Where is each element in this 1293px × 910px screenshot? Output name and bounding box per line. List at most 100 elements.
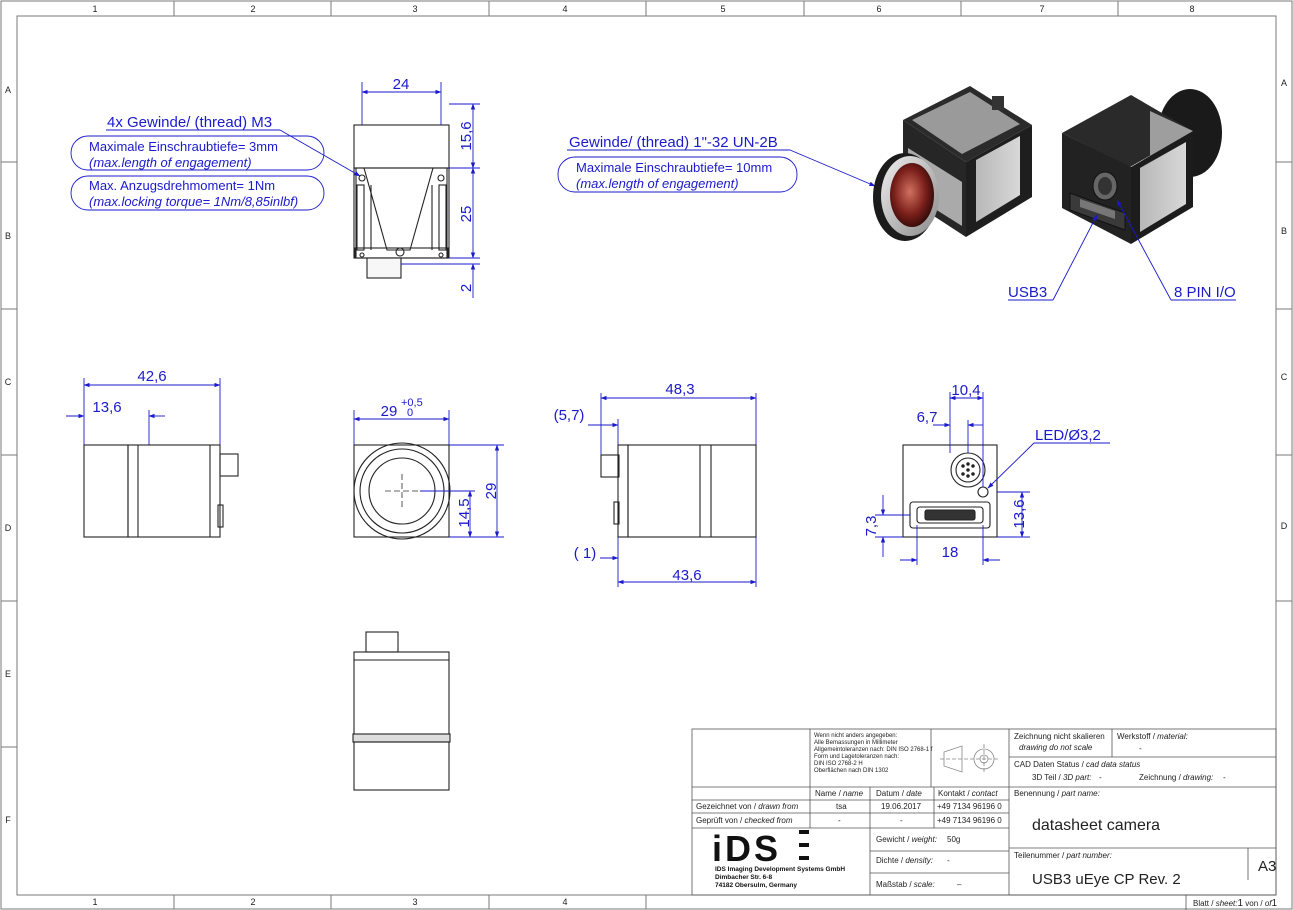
- usb3-label: USB3: [1008, 284, 1047, 301]
- checked-name: -: [838, 816, 841, 825]
- dim-29-height: 29: [483, 483, 500, 500]
- date-header-en: date: [906, 789, 922, 798]
- general-note: Form und Lagetoleranzen nach:: [814, 754, 899, 760]
- m3-callout: 4x Gewinde/ (thread) M3 Maximale Einschr…: [70, 114, 361, 211]
- dim-tolerance-upper: +0,5: [401, 397, 423, 409]
- m3-depth-label-en: (max.length of engagement): [89, 155, 252, 170]
- svg-text:Gezeichnet von / drawn from: Gezeichnet von / drawn from: [696, 802, 799, 811]
- svg-text:Kontakt / contact: Kontakt / contact: [938, 789, 998, 798]
- c-thread-label: Gewinde/ (thread) 1"-32 UN-2B: [569, 134, 778, 151]
- checked-date: -: [900, 816, 903, 825]
- io-callouts: USB3 8 PIN I/O: [1008, 199, 1236, 301]
- side-view-right: [600, 444, 757, 538]
- top-view: [353, 124, 450, 279]
- density-label-en: density:: [905, 856, 933, 865]
- weight-label-en: weight:: [912, 835, 937, 844]
- svg-text:Blatt / sheet:1 von / of1: Blatt / sheet:1 von / of1: [1193, 898, 1278, 909]
- camera-3d-front: [873, 86, 1032, 241]
- dim-10-4: 10,4: [951, 382, 980, 399]
- weight-value: 50g: [947, 835, 960, 844]
- drawing-label: Zeichnung /: [1139, 773, 1183, 782]
- dim-42-6: 42,6: [137, 368, 166, 385]
- drawing-value: -: [1223, 773, 1226, 782]
- row-label: B: [5, 231, 11, 241]
- top-view-dim-text: 24 15,6 25 2: [393, 76, 475, 292]
- sheet-label-en: sheet:: [1216, 899, 1238, 908]
- c-depth-label: Maximale Einschraubtiefe= 10mm: [576, 160, 772, 175]
- part3d-value: -: [1099, 773, 1102, 782]
- drawing-label-en: drawing:: [1183, 773, 1213, 782]
- partno-label-en: part number:: [1065, 851, 1111, 860]
- front-view-dim-text: 29 +0,5 0 29 14,5: [381, 397, 500, 528]
- projection-symbol-icon: [940, 744, 998, 774]
- m3-thread-label: 4x Gewinde/ (thread) M3: [107, 114, 272, 131]
- cad-status-label: CAD Daten Status /: [1014, 760, 1086, 769]
- general-note: Allgemeintoleranzen nach: DIN ISO 2768-1…: [814, 747, 933, 753]
- sheet-total: 1: [1272, 898, 1278, 909]
- drawn-label: Gezeichnet von /: [696, 802, 758, 811]
- date-header: Datum /: [876, 789, 906, 798]
- back-view: [902, 444, 998, 538]
- density-label: Dichte /: [876, 856, 905, 865]
- col-label: 1: [92, 897, 97, 907]
- no-scale-label: Zeichnung nicht skalieren: [1014, 732, 1105, 741]
- side-view-left-dims: [66, 378, 221, 445]
- material-label: Werkstoff /: [1117, 732, 1157, 741]
- col-label: 4: [562, 897, 567, 907]
- svg-text:Maßstab / scale:: Maßstab / scale:: [876, 880, 935, 889]
- svg-text:Gewicht / weight:: Gewicht / weight:: [876, 835, 937, 844]
- col-label: 2: [250, 4, 255, 14]
- c-depth-label-en: (max.length of engagement): [576, 176, 739, 191]
- row-label: D: [5, 523, 12, 533]
- row-label: E: [5, 669, 11, 679]
- dim-29-width: 29: [381, 403, 398, 420]
- col-label: 7: [1039, 4, 1044, 14]
- c-mount-callout: Gewinde/ (thread) 1"-32 UN-2B Maximale E…: [557, 134, 876, 193]
- general-note: Oberflächen nach DIN 1302: [814, 768, 889, 774]
- row-label: A: [5, 85, 11, 95]
- col-label: 5: [720, 4, 725, 14]
- svg-text:Geprüft von / checked from: Geprüft von / checked from: [696, 816, 793, 825]
- row-label: D: [1281, 521, 1288, 531]
- svg-text:Datum / date: Datum / date: [876, 789, 922, 798]
- dim-7-3: 7,3: [863, 516, 880, 537]
- col-label: 1: [92, 4, 97, 14]
- general-note: Alle Bemassungen in Millimeter: [814, 740, 898, 746]
- ids-logo-text: iDS: [712, 828, 781, 869]
- part3d-label-en: 3D part:: [1063, 773, 1091, 782]
- dim-13-6: 13,6: [92, 399, 121, 416]
- part3d-label: 3D Teil /: [1032, 773, 1063, 782]
- part-number: USB3 uEye CP Rev. 2: [1032, 871, 1181, 888]
- contact-header-en: contact: [972, 789, 999, 798]
- dim-5-7: (5,7): [554, 407, 585, 424]
- io-label: 8 PIN I/O: [1174, 284, 1236, 301]
- name-header: Name /: [815, 789, 843, 798]
- col-label: 8: [1189, 4, 1194, 14]
- row-label: C: [1281, 372, 1288, 382]
- contact-header: Kontakt /: [938, 789, 972, 798]
- m3-depth-label: Maximale Einschraubtiefe= 3mm: [89, 139, 278, 154]
- weight-label: Gewicht /: [876, 835, 912, 844]
- col-label: 3: [412, 4, 417, 14]
- sheet-of-label-en: of: [1265, 899, 1272, 908]
- col-label: 2: [250, 897, 255, 907]
- general-notes: Wenn nicht anders angegeben: Alle Bemass…: [814, 733, 933, 774]
- drawn-date: 19.06.2017: [881, 802, 922, 811]
- drawn-name: tsa: [836, 802, 847, 811]
- dim-14-5: 14,5: [456, 498, 473, 527]
- no-scale-label-en: drawing do not scale: [1019, 743, 1093, 752]
- side-view-left: [83, 444, 239, 538]
- dim-48-3: 48,3: [665, 381, 694, 398]
- drawn-label-en: drawn from: [758, 802, 798, 811]
- designation-label: Benennung /: [1014, 789, 1062, 798]
- sheet-number: 1: [1237, 898, 1243, 909]
- paper-format: A3: [1258, 858, 1276, 875]
- row-label: C: [5, 377, 12, 387]
- bottom-view: [352, 631, 451, 791]
- company-name: IDS Imaging Development Systems GmbH: [715, 866, 845, 873]
- cad-status-label-en: cad data status: [1086, 760, 1140, 769]
- material-value: -: [1139, 744, 1142, 753]
- m3-torque-label: Max. Anzugsdrehmoment= 1Nm: [89, 178, 275, 193]
- front-view-dims: [353, 410, 504, 538]
